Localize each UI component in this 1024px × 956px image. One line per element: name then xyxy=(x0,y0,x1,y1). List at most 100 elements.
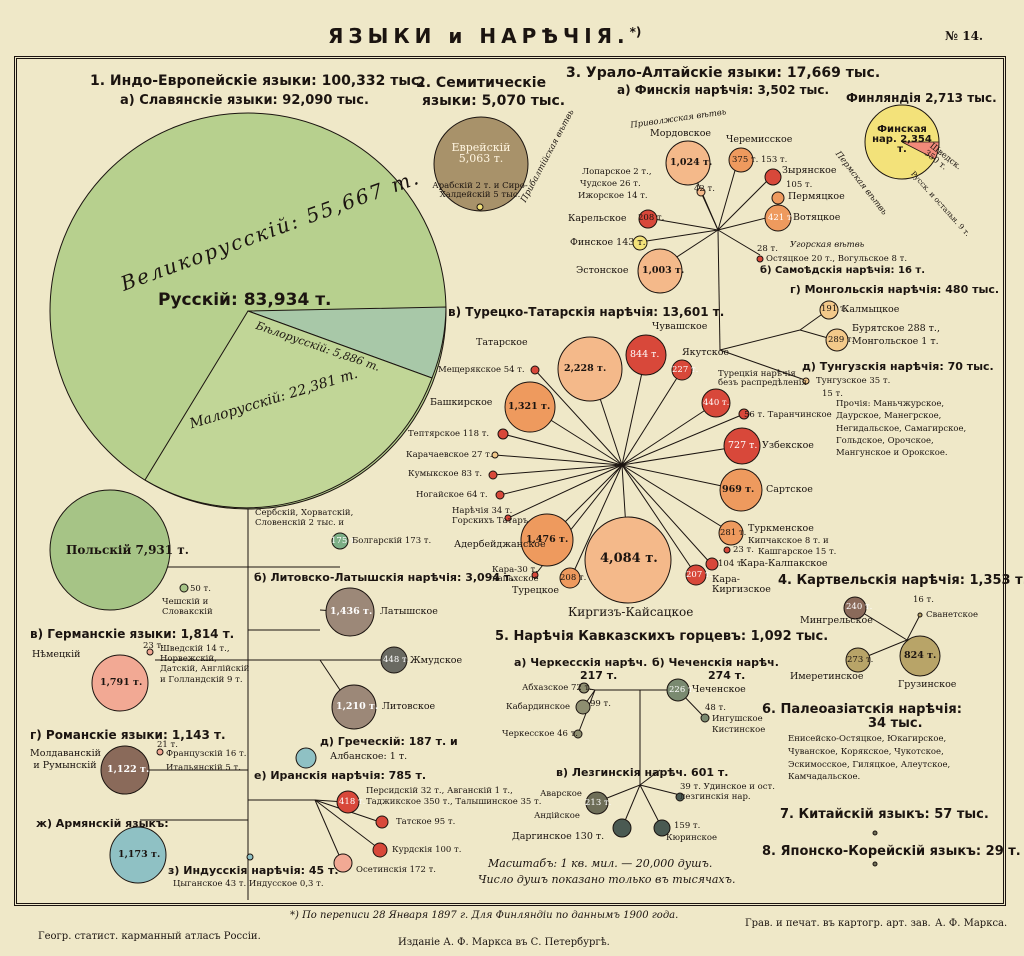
imeret-circle xyxy=(845,647,871,673)
czech-circle xyxy=(179,583,189,593)
finland-heading: Финляндія 2,713 тыс. xyxy=(846,91,997,105)
avar-circle xyxy=(585,791,609,815)
karakirg-label: Кара-Киргизское xyxy=(712,574,771,596)
finland-pie-label: Финская нар. 2,354 т. xyxy=(872,124,932,155)
kumyk-label: Кумыкское 83 т. xyxy=(408,469,483,479)
chechen-value: 226 т. xyxy=(669,685,696,695)
molda-circle xyxy=(100,745,150,795)
n153-label: 153 т. xyxy=(761,155,788,165)
dargin-circle xyxy=(612,818,632,838)
avar-label: Аварское xyxy=(540,789,582,799)
lith-circle xyxy=(331,684,377,730)
tatar-label: Татарское xyxy=(476,337,528,348)
albanian-label: Албанское: 1 т. xyxy=(330,751,408,762)
meshch-label: Мещерякское 54 т. xyxy=(438,365,525,375)
dargin-label: Даргинское 130 т. xyxy=(512,831,605,842)
tatar-value: 2,228 т. xyxy=(564,363,607,374)
chinese-dot xyxy=(872,830,878,836)
gruz-value: 824 т. xyxy=(904,650,937,661)
jewish-circle xyxy=(433,116,529,212)
tungus-heading: д) Тунгузскія нарѣчія: 70 тыс. xyxy=(802,360,994,373)
votyak-label: Вотяцкое xyxy=(793,212,841,223)
latvian-label: Латышское xyxy=(380,606,438,617)
footer-center: Изданіе А. Ф. Маркса въ С. Петербургѣ. xyxy=(398,937,610,948)
plate-number: № 14. xyxy=(945,29,984,43)
kipchak-label: Кипчакское 8 т. и xyxy=(748,536,829,546)
abkhaz-circle xyxy=(578,682,590,694)
kabard-value: 99 т. xyxy=(590,699,611,709)
samoyed-heading: б) Самоѣдскія нарѣчія: 16 т. xyxy=(760,265,926,276)
chinese-heading: 7. Китайскій языкъ: 57 тыс. xyxy=(780,807,989,822)
persian-value: 418 т. xyxy=(339,797,366,807)
bulg-label: Болгарскій 173 т. xyxy=(352,536,432,546)
azer-circle xyxy=(520,513,574,567)
n23-label: 23 т. xyxy=(733,545,754,555)
eston-circle xyxy=(637,248,683,294)
chud-label: Чудское 26 т. xyxy=(580,179,641,189)
perm-label: Пермяцкое xyxy=(788,191,845,202)
cheremis-circle xyxy=(728,147,754,173)
mordva-value: 1,024 т. xyxy=(670,157,713,168)
kurd-circle xyxy=(372,842,388,858)
bashkir-value: 1,321 т. xyxy=(508,401,551,412)
polish-circle xyxy=(49,489,171,611)
finsk-circle xyxy=(632,235,648,251)
n28-label: 28 т. xyxy=(757,244,778,254)
chuvash-label: Чувашское xyxy=(652,321,708,332)
unclassified-label: Турецкія нарѣчія безъ распредѣленія xyxy=(718,369,807,389)
nogai-circle xyxy=(495,490,505,500)
n48-label: 48 т. xyxy=(705,703,726,713)
imeret-value: 273 т. xyxy=(847,655,874,665)
svan-circle xyxy=(917,612,923,618)
taranch-label: 56 т. Таранчинское xyxy=(744,410,832,420)
baltic-heading: б) Литовско-Латышскія нарѣчія: 3,094 т. xyxy=(254,571,515,584)
lezgin-heading: в) Лезгинскія нарѣч. 601 т. xyxy=(556,766,729,779)
cherkess-heading-value: 217 т. xyxy=(580,669,618,682)
footer-right-2: А. Ф. Маркса. xyxy=(935,918,1008,929)
scale-line-1: Масштабъ: 1 кв. мил. — 20,000 душъ. xyxy=(488,857,713,870)
kipchak-circle xyxy=(723,546,731,554)
japanese-korean-heading: 8. Японско-Корейскій языкъ: 29 т. xyxy=(762,844,1021,859)
mongol-heading: г) Монгольскія нарѣчія: 480 тыс. xyxy=(790,283,1000,296)
eston-label: Эстонское xyxy=(576,265,629,276)
kyurin-value: 159 т. xyxy=(674,821,701,831)
arabic-dot xyxy=(476,203,484,211)
imeret-label: Имеретинское xyxy=(790,671,864,682)
turkmen-circle xyxy=(718,520,744,546)
chechen-heading: б) Чеченскія нарѣч. xyxy=(652,656,779,669)
gorsk-circle xyxy=(504,514,512,522)
nar34-label: Нарѣчія 34 т. xyxy=(452,506,513,516)
tatar-circle xyxy=(557,336,623,402)
kabard-circle xyxy=(575,699,591,715)
ostyak-circle xyxy=(756,255,764,263)
lopar-label: Лопарское 2 т., xyxy=(582,167,652,177)
molda-label: Молдаванскій и Румынскій xyxy=(30,748,101,772)
little-russian-sector xyxy=(144,310,433,509)
buryat-value: 289 т. xyxy=(828,335,855,345)
latvian-circle xyxy=(325,587,375,637)
teptyar-circle xyxy=(497,428,509,440)
paleo-heading: 6. Палеоазіатскія нарѣчія: xyxy=(762,702,962,717)
zyryan-circle xyxy=(764,168,782,186)
zhmud-value: 448 т. xyxy=(383,655,410,665)
kirgiz-value: 4,084 т. xyxy=(600,551,658,566)
lith-value: 1,210 т. xyxy=(336,701,379,712)
karachay-circle xyxy=(491,451,499,459)
chechen-circle xyxy=(666,678,690,702)
kurd-label: Курдскія 100 т. xyxy=(392,845,462,855)
karel-circle xyxy=(638,209,658,229)
paleo-list: Енисейско-Остяцкое, Юкагирское, Чуванско… xyxy=(788,734,951,783)
kyurin-label: Кюринское xyxy=(666,833,717,843)
cheremis-value: 375 т. xyxy=(732,155,759,165)
german-sub-label: Шведскій 14 т., Норвежскій, Датскій, Анг… xyxy=(160,644,250,685)
oset-circle xyxy=(333,853,353,873)
azer-value: 1,476 т. xyxy=(526,534,569,545)
romance-small-value: 21 т. xyxy=(157,740,178,750)
armenian-heading: ж) Армянскій языкъ: xyxy=(36,817,169,830)
greek-circle xyxy=(295,747,317,769)
sart-circle xyxy=(719,468,763,512)
turk-label: Турецкое xyxy=(512,585,560,596)
finland-pie xyxy=(864,104,940,180)
bashkir-label: Башкирское xyxy=(430,397,493,408)
